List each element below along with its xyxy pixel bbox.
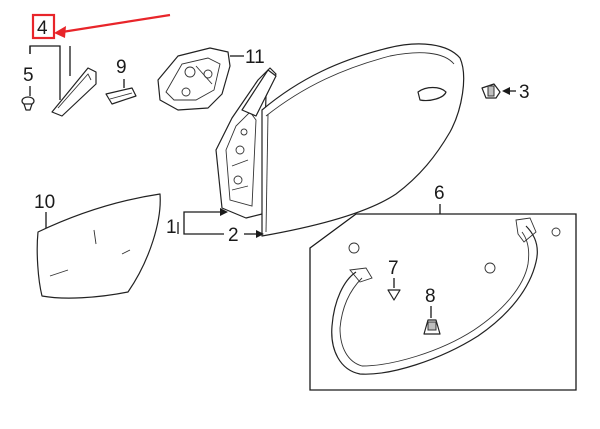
mirror-patch-part xyxy=(51,46,97,117)
highlight-arrow-head xyxy=(54,26,66,38)
part-3-bolt: 3 xyxy=(481,82,530,103)
callout-5-label: 5 xyxy=(23,65,34,86)
callout-4-group: 4 xyxy=(29,13,171,100)
callout-11-label: 11 xyxy=(245,47,265,68)
part-11-bracket: 11 xyxy=(157,47,265,111)
callout-6-label: 6 xyxy=(434,183,445,204)
callout-3-label: 3 xyxy=(519,82,530,103)
weatherstrip-group: 6 7 8 xyxy=(309,183,577,391)
part-5-screw: 5 xyxy=(21,65,35,111)
part-9-block: 9 xyxy=(105,57,137,105)
callout-9-label: 9 xyxy=(116,57,127,78)
weatherstrip-box xyxy=(309,213,577,391)
callout-4-leader xyxy=(29,45,61,100)
callout-4-label: 4 xyxy=(37,18,48,39)
door-assembly: 1 2 xyxy=(166,43,465,246)
callout-7-label: 7 xyxy=(388,258,399,279)
callout-2-label: 2 xyxy=(228,225,239,246)
callout-1-label: 1 xyxy=(166,217,177,238)
callout-4-highlight-box xyxy=(31,13,56,40)
part-10-glass: 10 xyxy=(34,192,161,299)
callout-10-label: 10 xyxy=(34,192,55,213)
highlight-arrow-line xyxy=(61,13,171,34)
callout-8-label: 8 xyxy=(425,286,436,307)
